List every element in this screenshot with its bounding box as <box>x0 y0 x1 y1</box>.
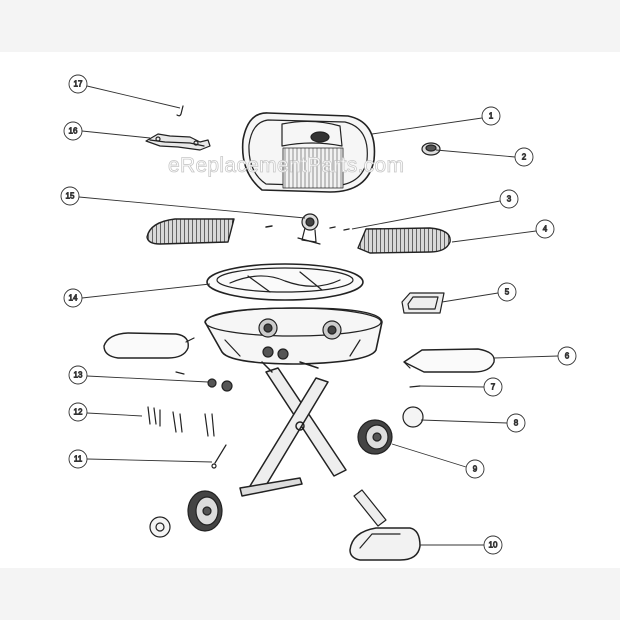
left-griddle-plate <box>103 332 195 359</box>
callout-number: 7 <box>491 383 496 392</box>
callout-5: 5 <box>497 282 517 302</box>
callout-number: 17 <box>74 80 83 89</box>
leader-lines <box>78 85 559 546</box>
callout-1: 1 <box>481 106 501 126</box>
callout-number: 5 <box>505 288 510 297</box>
part-14-firebox-rim <box>206 263 364 301</box>
callout-number: 11 <box>74 455 83 464</box>
callout-17: 17 <box>68 74 88 94</box>
part-17-hook <box>176 105 184 117</box>
callout-number: 1 <box>489 112 494 121</box>
x-frame-stand <box>239 361 347 497</box>
callout-number: 15 <box>66 192 75 201</box>
callout-number: 9 <box>473 465 478 474</box>
callout-number: 2 <box>522 153 527 162</box>
callout-2: 2 <box>514 147 534 167</box>
part-11-axle-pin <box>211 444 227 469</box>
part-1-lid <box>241 112 376 193</box>
watermark-text: eReplacementParts.com <box>168 154 404 177</box>
callout-16: 16 <box>63 121 83 141</box>
callout-11: 11 <box>68 449 88 469</box>
callout-number: 3 <box>507 195 512 204</box>
part-8-hubcap <box>402 406 424 428</box>
callout-labels: 1 2 3 4 5 6 7 8 9 10 11 12 13 14 15 16 1… <box>60 74 577 555</box>
callout-number: 13 <box>74 371 83 380</box>
part-16-handle-bracket <box>145 133 211 151</box>
grill-base-body <box>204 307 383 365</box>
left-cooking-grate <box>146 218 235 245</box>
part-15-regulator <box>297 213 321 245</box>
callout-4: 4 <box>535 219 555 239</box>
part-5-drip-tray <box>401 292 445 314</box>
callout-10: 10 <box>483 535 503 555</box>
callout-number: 14 <box>69 294 78 303</box>
callout-number: 10 <box>489 541 498 550</box>
part-7-pin <box>409 385 421 388</box>
callout-number: 16 <box>69 127 78 136</box>
callout-3: 3 <box>499 189 519 209</box>
callout-12: 12 <box>68 402 88 422</box>
callout-8: 8 <box>506 413 526 433</box>
callout-7: 7 <box>483 377 503 397</box>
lower-wheel <box>187 490 223 532</box>
part-13-control-valves <box>175 371 233 392</box>
lower-hubcap <box>149 516 171 538</box>
part-6-griddle-plate <box>403 348 495 373</box>
callout-number: 12 <box>74 408 83 417</box>
part-4-cooking-grate <box>357 227 451 254</box>
part-2-knob-cap <box>421 142 441 156</box>
callout-15: 15 <box>60 186 80 206</box>
callout-14: 14 <box>63 288 83 308</box>
part-3-screws <box>265 225 350 231</box>
callout-number: 4 <box>543 225 548 234</box>
callout-9: 9 <box>465 459 485 479</box>
callout-number: 8 <box>514 419 519 428</box>
part-12-clips <box>147 406 215 437</box>
part-10-handle <box>349 489 421 561</box>
callout-number: 6 <box>565 352 570 361</box>
callout-13: 13 <box>68 365 88 385</box>
callout-6: 6 <box>557 346 577 366</box>
part-9-wheel <box>357 419 393 455</box>
